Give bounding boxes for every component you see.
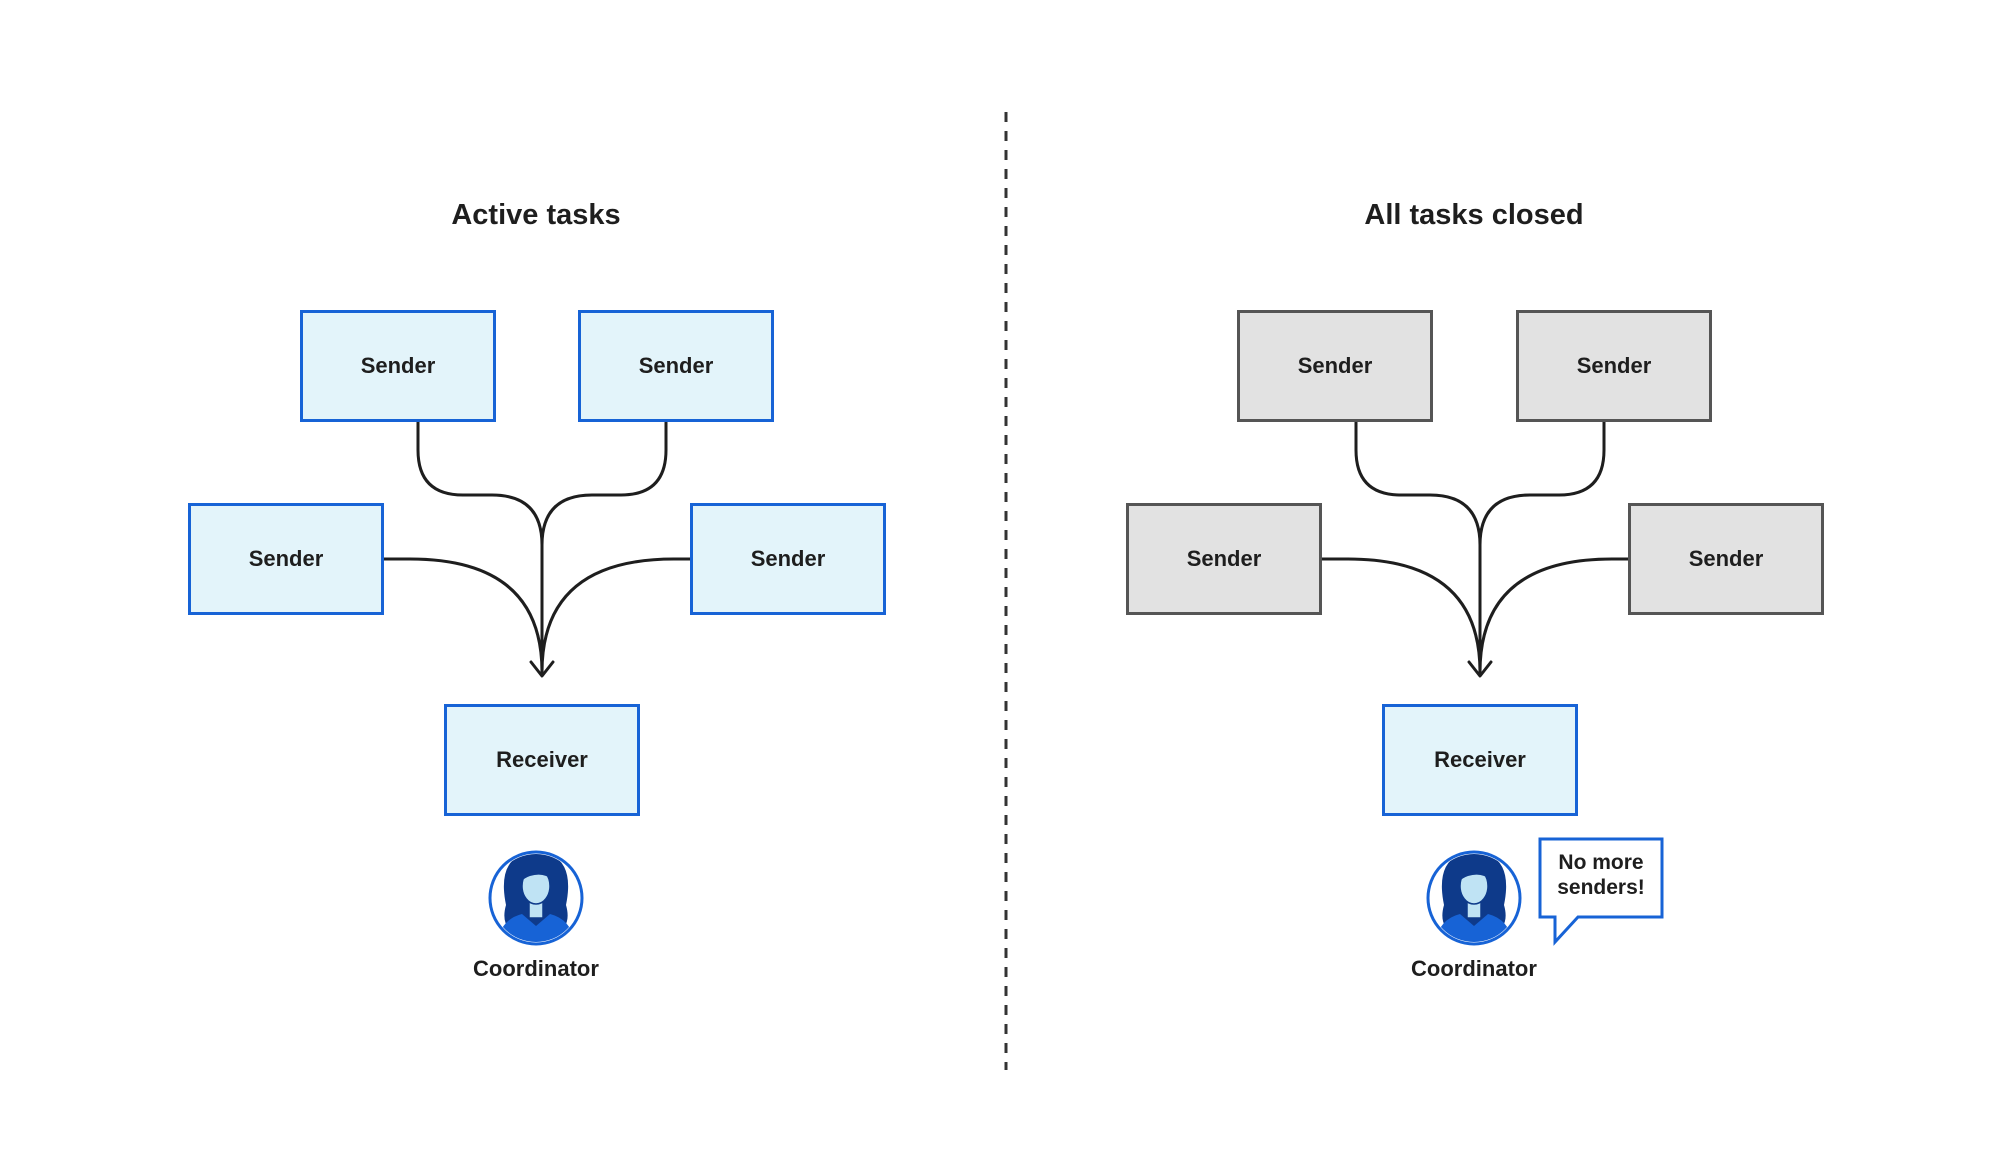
right-connector-sender-mid-right — [1478, 557, 1630, 674]
left-sender-box-top-right[interactable]: Sender — [578, 310, 774, 422]
left-coordinator-label: Coordinator — [473, 956, 599, 981]
left-connector-sender-mid-left — [381, 557, 544, 674]
right-connector-sender-top-right — [1478, 420, 1606, 674]
left-receiver-box[interactable]: Receiver — [444, 704, 640, 816]
right-panel-title: All tasks closed — [1364, 199, 1584, 231]
right-arrowhead — [1467, 660, 1493, 678]
right-connector-sender-top-left — [1354, 420, 1482, 674]
person-avatar-icon — [1426, 850, 1522, 946]
left-arrowhead — [529, 660, 555, 678]
left-connector-sender-mid-right — [540, 557, 692, 674]
right-connector-sender-mid-left — [1319, 557, 1482, 674]
person-avatar-icon — [488, 850, 584, 946]
right-sender-box-top-right[interactable]: Sender — [1516, 310, 1712, 422]
left-connector-sender-top-left — [416, 420, 544, 674]
left-connector-sender-top-right — [540, 420, 668, 674]
right-connectors — [1319, 420, 1630, 678]
right-coordinator-label: Coordinator — [1411, 956, 1537, 981]
left-sender-box-top-left[interactable]: Sender — [300, 310, 496, 422]
speech-bubble-line-1: No more — [1558, 851, 1644, 874]
right-sender-box-top-left[interactable]: Sender — [1237, 310, 1433, 422]
left-connectors — [381, 420, 692, 678]
left-panel-title: Active tasks — [451, 199, 621, 231]
left-sender-box-mid-right[interactable]: Sender — [690, 503, 886, 615]
left-sender-box-mid-left[interactable]: Sender — [188, 503, 384, 615]
right-sender-box-mid-right[interactable]: Sender — [1628, 503, 1824, 615]
right-receiver-box[interactable]: Receiver — [1382, 704, 1578, 816]
speech-bubble-shape — [1538, 837, 1664, 946]
right-sender-box-mid-left[interactable]: Sender — [1126, 503, 1322, 615]
speech-bubble-line-2: senders! — [1557, 876, 1645, 899]
